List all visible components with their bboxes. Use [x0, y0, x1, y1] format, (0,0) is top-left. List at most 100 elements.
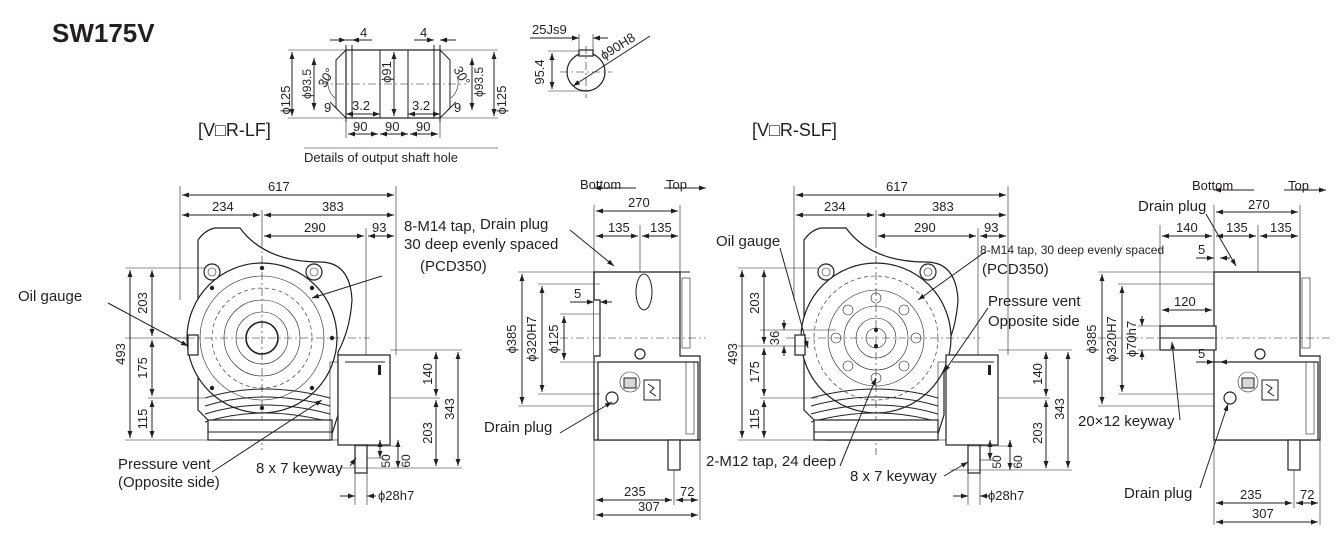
lf-dim-203: 203	[135, 292, 150, 314]
lf-side-135a: 135	[608, 220, 630, 235]
lf-side-5: 5	[574, 286, 581, 301]
slf-front-view: 617 234 383 290 93 8-M14 tap, 30 deep ev…	[706, 179, 1164, 505]
key-954: 95.4	[532, 59, 547, 84]
shaft-hole-detail: 4 4 ϕ125 ϕ93.5 ϕ91 ϕ93.5 ϕ125 30° 30° 9 …	[278, 25, 509, 165]
lf-pressure-vent: Pressure vent	[118, 456, 211, 473]
slf-side-drain-bot: Drain plug	[1124, 485, 1192, 502]
lf-side-d385: ϕ385	[504, 325, 519, 354]
lf-tap-line1: 8-M14 tap,	[404, 218, 476, 235]
lf-oil-gauge: Oil gauge	[18, 288, 82, 305]
shaft-w4-right: 4	[420, 25, 427, 40]
lf-side-307: 307	[638, 499, 660, 514]
lf-side-drain-bot: Drain plug	[484, 419, 552, 436]
lf-dim-290: 290	[304, 220, 326, 235]
slf-side-72: 72	[1300, 487, 1314, 502]
slf-side-view: Bottom Top Drain plug 270 140 135 135 5 …	[1078, 178, 1330, 525]
lf-dim-50: 50	[379, 454, 393, 468]
slf-oil-gauge: Oil gauge	[716, 233, 780, 250]
slf-dim-203r: 203	[1030, 422, 1045, 444]
lf-pcd: (PCD350)	[420, 258, 487, 275]
lf-dim-203r: 203	[420, 422, 435, 444]
lf-side-72: 72	[680, 484, 694, 499]
lf-opposite-side: (Opposite side)	[118, 474, 220, 491]
lf-dim-115: 115	[135, 409, 150, 430]
slf-side-135b: 135	[1270, 220, 1292, 235]
shaft-chamfer-left: 9	[324, 100, 331, 115]
section-label-lf: [V□R-LF]	[198, 120, 271, 140]
slf-dim-175: 175	[747, 361, 762, 383]
shaft-c32-left: 3.2	[352, 98, 370, 113]
slf-dim-60: 60	[1011, 455, 1025, 469]
lf-side-d125: ϕ125	[546, 325, 561, 354]
shaft-90-mid: 90	[385, 119, 399, 134]
lf-dim-175: 175	[135, 357, 150, 379]
slf-side-235: 235	[1240, 487, 1262, 502]
shaft-chamfer-right: 9	[454, 100, 461, 115]
slf-dim-383: 383	[932, 199, 954, 214]
slf-tap: 8-M14 tap, 30 deep evenly spaced	[980, 243, 1164, 257]
slf-side-d385: ϕ385	[1084, 325, 1099, 354]
slf-side-d320: ϕ320H7	[1104, 316, 1119, 362]
slf-dim-140: 140	[1030, 363, 1045, 385]
slf-dim-617: 617	[886, 179, 908, 194]
slf-side-drain-top: Drain plug	[1138, 198, 1206, 215]
section-label-slf: [V□R-SLF]	[752, 120, 837, 140]
lf-dim-234: 234	[212, 199, 234, 214]
shaft-90-left: 90	[353, 119, 367, 134]
slf-dim-234: 234	[824, 199, 846, 214]
shaft-90-right: 90	[416, 119, 430, 134]
lf-dim-493: 493	[113, 343, 128, 365]
slf-keyway: 8 x 7 keyway	[850, 468, 937, 485]
lf-tap-line2: 30 deep evenly spaced	[404, 236, 558, 253]
lf-shaft-diameter: ϕ28h7	[378, 488, 414, 503]
shaft-d125-left: ϕ125	[278, 86, 293, 115]
slf-dim-343: 343	[1052, 398, 1067, 420]
shaft-d125-right: ϕ125	[494, 86, 509, 115]
lf-side-bottom: Bottom	[580, 177, 621, 192]
slf-dim-36: 36	[767, 331, 782, 345]
slf-side-307: 307	[1252, 506, 1274, 521]
lf-side-270: 270	[628, 195, 650, 210]
slf-side-135a: 135	[1226, 220, 1248, 235]
shaft-d935-left: ϕ93.5	[300, 69, 314, 99]
key-js9: 25Js9	[532, 22, 567, 37]
slf-dim-493: 493	[725, 343, 740, 365]
lf-side-view: Bottom Top 270 135 135 Drain plug 5 ϕ385…	[480, 177, 706, 520]
lf-dim-60: 60	[399, 454, 413, 468]
lf-side-235: 235	[624, 484, 646, 499]
shaft-detail-caption: Details of output shaft hole	[304, 150, 458, 165]
shaft-d91: ϕ91	[379, 61, 394, 83]
slf-dim-93: 93	[984, 220, 998, 235]
lf-dim-93: 93	[372, 220, 386, 235]
key-detail: 25Js9 ϕ90H8 95.4	[530, 22, 651, 98]
shaft-d935-right: ϕ93.5	[472, 67, 486, 97]
lf-dim-617: 617	[268, 179, 290, 194]
slf-side-keyway: 20×12 keyway	[1078, 413, 1175, 430]
key-d90h8: ϕ90H8	[597, 30, 637, 63]
shaft-angle-left: 30°	[315, 65, 338, 90]
lf-side-drain-top: Drain plug	[480, 216, 548, 233]
slf-dim-50: 50	[990, 455, 1004, 469]
lf-dim-140: 140	[420, 363, 435, 385]
lf-front-view: 617 234 383 290 93 8-M14 tap, 30 deep ev…	[18, 179, 558, 505]
lf-side-d320: ϕ320H7	[524, 316, 539, 362]
lf-side-top: Top	[666, 177, 687, 192]
slf-pressure-vent: Pressure vent	[988, 293, 1081, 310]
slf-side-bottom: Bottom	[1192, 178, 1233, 193]
lf-dim-383: 383	[322, 199, 344, 214]
slf-side-top: Top	[1288, 178, 1309, 193]
slf-dim-203: 203	[747, 292, 762, 314]
shaft-angle-right: 30°	[450, 63, 473, 88]
slf-dim-290: 290	[914, 220, 936, 235]
slf-side-140: 140	[1176, 220, 1198, 235]
slf-side-d70: ϕ70h7	[1124, 321, 1139, 357]
shaft-c32-right: 3.2	[412, 98, 430, 113]
slf-side-270: 270	[1248, 197, 1270, 212]
lf-dim-343: 343	[442, 398, 457, 420]
slf-side-5a: 5	[1198, 242, 1205, 257]
slf-pcd: (PCD350)	[982, 261, 1049, 278]
slf-shaft-diameter: ϕ28h7	[988, 488, 1024, 503]
slf-tap2: 2-M12 tap, 24 deep	[706, 453, 836, 470]
lf-keyway: 8 x 7 keyway	[256, 460, 343, 477]
slf-opposite-side: Opposite side	[988, 313, 1080, 330]
